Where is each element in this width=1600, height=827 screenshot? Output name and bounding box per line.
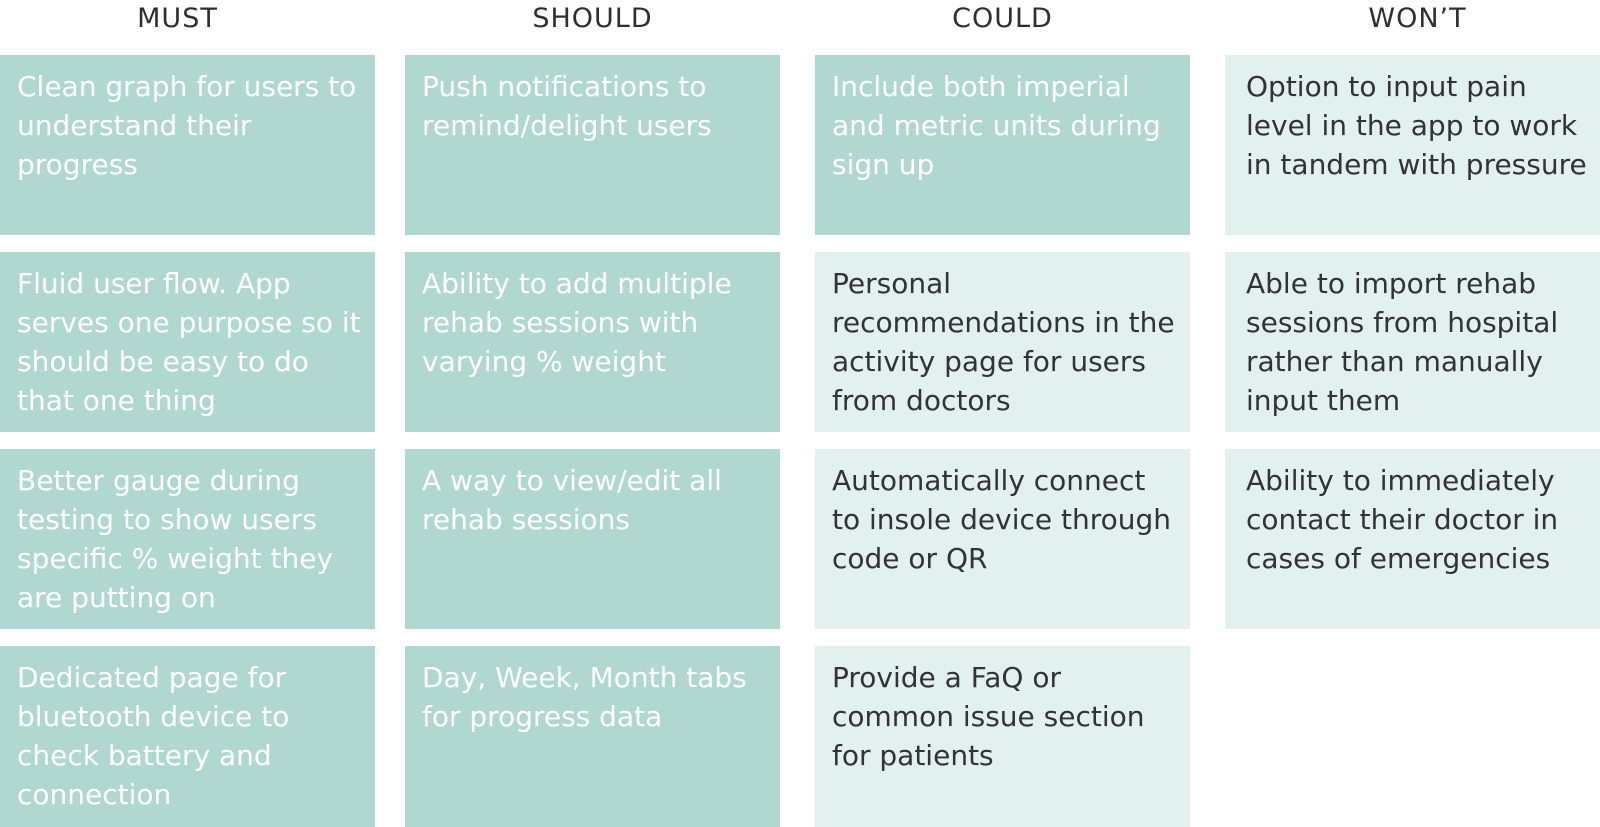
- should-card: Day, Week, Month tabs for progress data: [405, 646, 780, 827]
- column-header-wont: WON’T: [1368, 3, 1467, 34]
- must-card: Fluid user flow. App serves one purpose …: [0, 252, 375, 432]
- wont-card: Ability to immediately contact their doc…: [1225, 449, 1600, 629]
- should-card: A way to view/edit all rehab sessions: [405, 449, 780, 629]
- column-header-must: MUST: [137, 3, 218, 34]
- could-card: Personal recommendations in the activity…: [815, 252, 1190, 432]
- should-card: Ability to add multiple rehab sessions w…: [405, 252, 780, 432]
- wont-card: Option to input pain level in the app to…: [1225, 55, 1600, 235]
- must-card: Better gauge during testing to show user…: [0, 449, 375, 629]
- could-card: Provide a FaQ or common issue section fo…: [815, 646, 1190, 827]
- must-card: Clean graph for users to understand thei…: [0, 55, 375, 235]
- wont-card: Able to import rehab sessions from hospi…: [1225, 252, 1600, 432]
- could-card: Include both imperial and metric units d…: [815, 55, 1190, 235]
- should-card: Push notifications to remind/delight use…: [405, 55, 780, 235]
- must-card: Dedicated page for bluetooth device to c…: [0, 646, 375, 827]
- column-header-should: SHOULD: [532, 3, 653, 34]
- column-header-could: COULD: [952, 3, 1053, 34]
- could-card: Automatically connect to insole device t…: [815, 449, 1190, 629]
